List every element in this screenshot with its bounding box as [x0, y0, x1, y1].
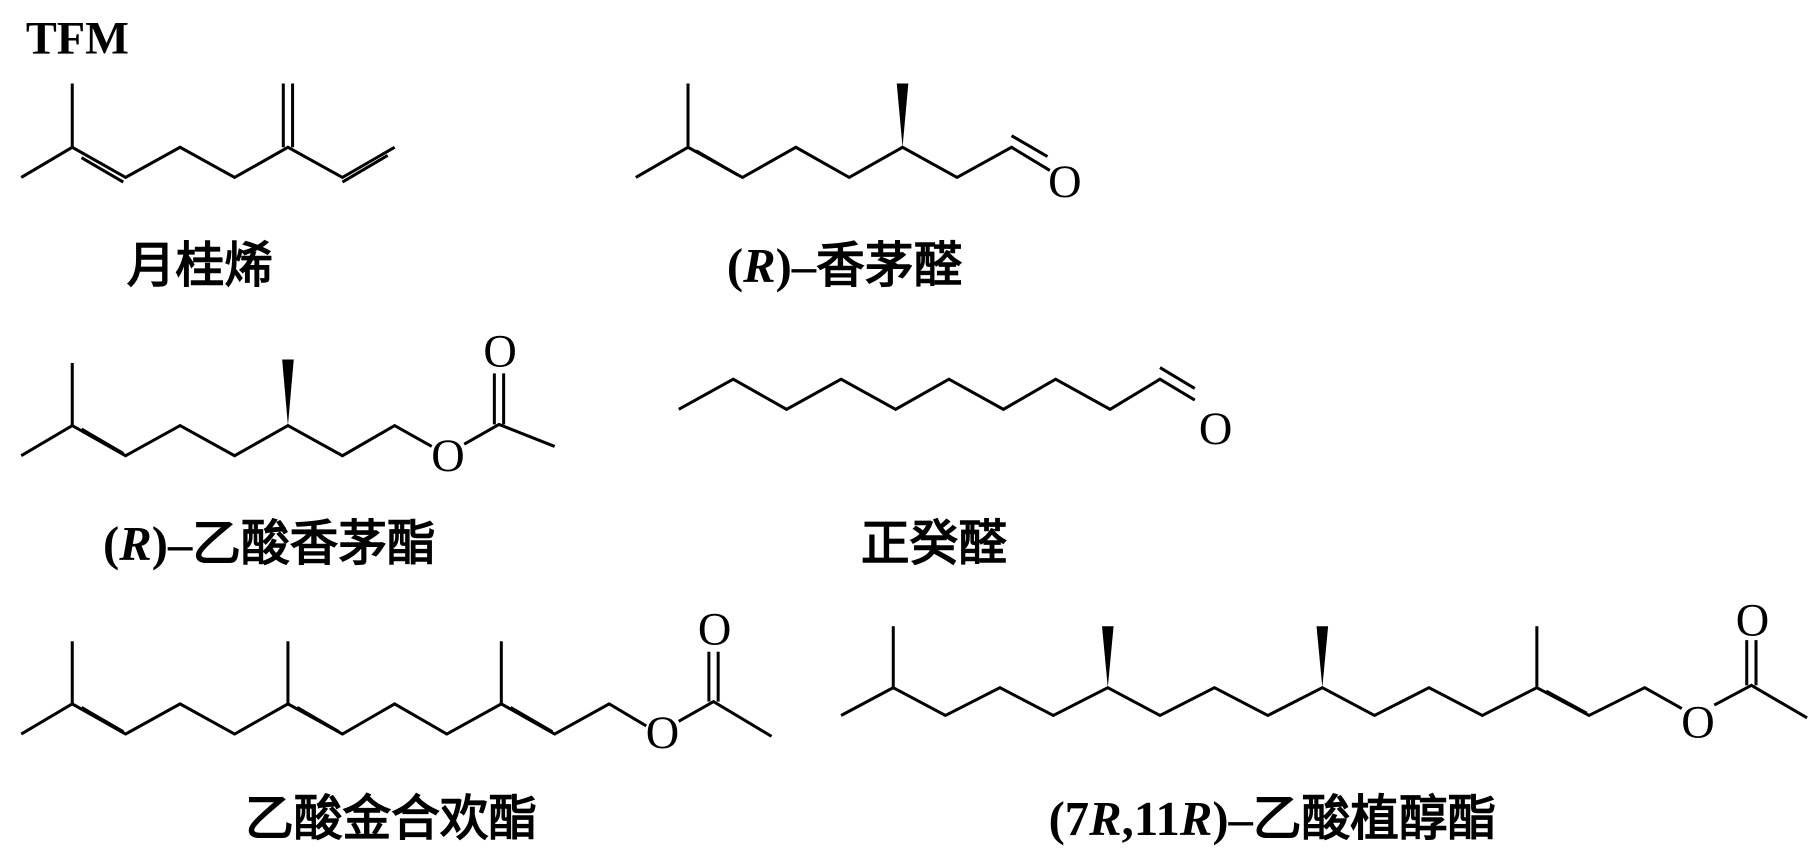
oxygen-atom: O	[1199, 404, 1232, 455]
compound-label-phytyl-acetate: (7R,11R)–乙酸植醇酯	[1049, 792, 1497, 846]
structure-decanal: O	[678, 366, 1232, 455]
oxygen-atom: O	[1048, 157, 1081, 208]
compound-label-farnesyl-acetate: 乙酸金合欢酯	[245, 792, 537, 846]
compound-label-myrcene: 月桂烯	[127, 239, 273, 293]
compound-label-citronellyl-acetate: (R)–乙酸香茅酯	[103, 517, 436, 571]
compound-label-decanal: 正癸醛	[861, 517, 1007, 571]
structure-phytyl-acetate: O O	[840, 595, 1808, 749]
figure-title: TFM	[26, 13, 129, 64]
structure-citronellyl-acetate: O O	[20, 326, 556, 482]
ester-oxygen-atom: O	[431, 431, 465, 482]
structure-farnesyl-acetate: O O	[20, 605, 773, 759]
carbonyl-oxygen-atom: O	[1736, 595, 1770, 646]
structure-citronellal: O	[635, 83, 1082, 208]
structure-myrcene	[20, 83, 396, 184]
ester-oxygen-atom: O	[646, 708, 679, 759]
compound-label-citronellal: (R)–香茅醛	[727, 239, 963, 293]
ester-oxygen-atom: O	[1681, 698, 1715, 749]
carbonyl-oxygen-atom: O	[698, 605, 731, 656]
carbonyl-oxygen-atom: O	[483, 326, 517, 377]
